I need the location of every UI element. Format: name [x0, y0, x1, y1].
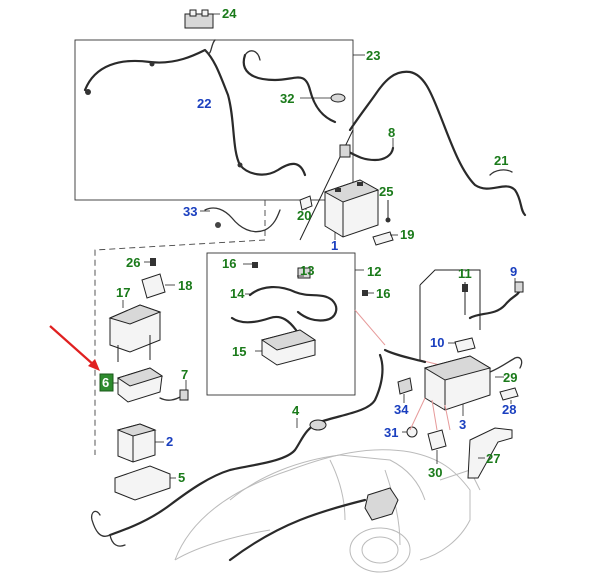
callout-16a: 16 — [222, 256, 236, 271]
callout-labels: 24 23 32 22 8 21 25 20 33 19 1 26 16 13 … — [102, 6, 517, 485]
part-31-grommet — [402, 426, 418, 438]
harness-4 — [90, 353, 384, 547]
harness-29 — [383, 348, 523, 378]
callout-21: 21 — [494, 153, 508, 168]
callout-14: 14 — [230, 286, 245, 301]
part-15-module — [255, 329, 317, 366]
part-11-cable — [462, 282, 468, 315]
callout-13: 13 — [300, 263, 314, 278]
part-28-pad — [499, 387, 519, 404]
harness-33 — [200, 207, 281, 233]
harness-21 — [348, 70, 527, 217]
group-box-12 — [206, 252, 356, 396]
callout-7: 7 — [181, 367, 188, 382]
vehicle-outline — [174, 449, 481, 573]
callout-20: 20 — [297, 208, 311, 223]
harness-lower — [228, 487, 399, 562]
callout-27: 27 — [486, 451, 500, 466]
harness-22 — [83, 39, 307, 177]
callout-19: 19 — [400, 227, 414, 242]
callout-30: 30 — [428, 465, 442, 480]
callout-5: 5 — [178, 470, 185, 485]
callout-31: 31 — [384, 425, 398, 440]
callout-15: 15 — [232, 344, 246, 359]
part-19-bracket — [372, 231, 398, 246]
part-27-bracket — [467, 427, 513, 479]
part-1-battery — [323, 179, 380, 240]
callout-16b: 16 — [376, 286, 390, 301]
part-26-bolt — [144, 258, 156, 266]
part-18-bracket — [141, 273, 175, 299]
harness-13-14 — [230, 267, 338, 332]
part-3-battery — [423, 355, 492, 416]
callout-34: 34 — [394, 402, 409, 417]
part-8-sensor — [339, 138, 395, 162]
callout-3: 3 — [459, 417, 466, 432]
callout-29: 29 — [503, 370, 517, 385]
part-6-module — [112, 367, 164, 403]
part-16-fastener-b — [362, 290, 374, 296]
part-30-module — [427, 429, 447, 464]
callout-32: 32 — [280, 91, 294, 106]
part-16-fastener-a — [243, 262, 258, 268]
callout-17: 17 — [116, 285, 130, 300]
callout-6: 6 — [102, 375, 109, 390]
callout-1: 1 — [331, 238, 338, 253]
callout-4: 4 — [292, 403, 300, 418]
part-17-tray — [108, 300, 162, 362]
part-9-cable — [468, 278, 524, 320]
harness-32-area — [242, 50, 346, 124]
callout-12: 12 — [367, 264, 381, 279]
callout-22: 22 — [197, 96, 211, 111]
callout-33: 33 — [183, 204, 197, 219]
callout-8: 8 — [388, 125, 395, 140]
callout-6-highlight — [99, 373, 114, 392]
callout-23: 23 — [366, 48, 380, 63]
callout-11: 11 — [458, 266, 472, 281]
callout-24: 24 — [222, 6, 237, 21]
callout-25: 25 — [379, 184, 393, 199]
highlight-arrow — [49, 325, 100, 371]
callout-26: 26 — [126, 255, 140, 270]
part-34-clip — [397, 377, 413, 403]
callout-28: 28 — [502, 402, 516, 417]
part-10-bracket — [448, 337, 476, 353]
part-2-battery — [116, 423, 164, 463]
callout-2: 2 — [166, 434, 173, 449]
part-5-tray — [114, 465, 176, 501]
part-20-bracket — [299, 195, 313, 211]
part-7-connector — [159, 380, 189, 401]
callout-18: 18 — [178, 278, 192, 293]
part-25-bolt — [385, 200, 391, 223]
part-24-clip — [184, 9, 220, 29]
callout-10: 10 — [430, 335, 444, 350]
callout-9: 9 — [510, 264, 517, 279]
group-box-23 — [74, 39, 354, 201]
